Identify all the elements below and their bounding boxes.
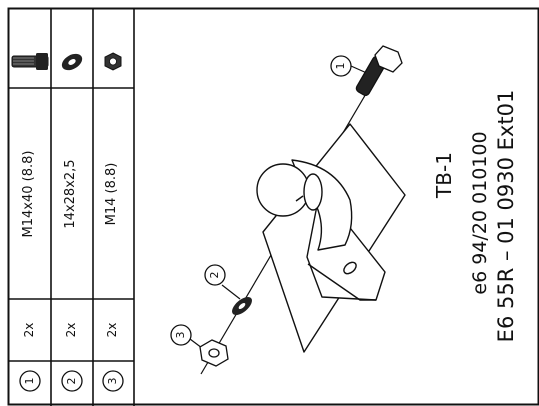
bolt-part: [355, 45, 403, 97]
approval-number-2: E6 55R – 01 0930 Ext01: [494, 89, 518, 343]
row-2-quantity: 2x: [64, 322, 78, 338]
callout-circles: [170, 55, 352, 346]
row-3-item-number: 3: [106, 377, 119, 385]
parts-table: [8, 8, 135, 406]
nut-part: [199, 339, 229, 367]
row-3-quantity: 2x: [105, 322, 119, 338]
callout-1: 1: [334, 62, 347, 70]
washer-icon: [61, 53, 83, 71]
row-3-spec: M14 (8.8): [104, 162, 119, 226]
product-code: TB-1: [432, 152, 456, 198]
tow-ball: [256, 163, 323, 217]
row-2-item-number: 2: [65, 377, 78, 385]
row-2-spec: 14x28x2,5: [63, 159, 78, 229]
callout-2: 2: [208, 271, 221, 279]
washer-part: [232, 297, 252, 315]
row-1-item-number: 1: [23, 377, 36, 385]
row-1-spec: M14x40 (8.8): [21, 150, 36, 238]
nut-icon: [104, 52, 122, 71]
approval-number-1: e6 94/20 010100: [469, 131, 491, 295]
tow-bracket: [262, 123, 406, 353]
row-1-quantity: 2x: [22, 322, 36, 338]
item-circles: [19, 370, 124, 392]
bolt-icon: [11, 53, 49, 70]
callout-3: 3: [174, 331, 187, 339]
